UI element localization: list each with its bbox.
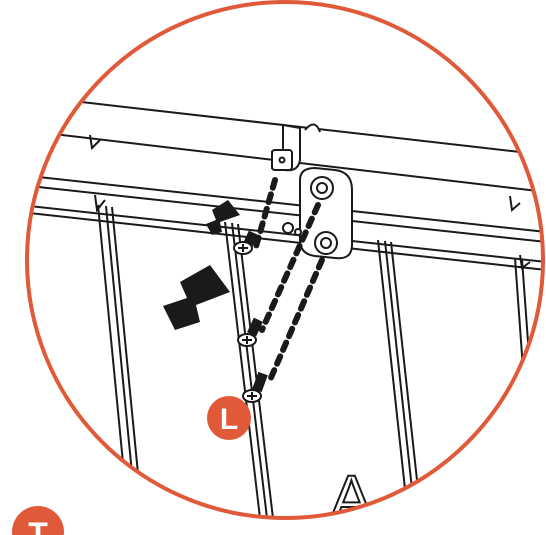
detail-circle: [25, 0, 545, 520]
screw-2: [237, 317, 263, 347]
screw-1: [233, 230, 258, 255]
top-clip: [271, 123, 321, 172]
washer: [282, 222, 302, 236]
detail-view: A: [27, 94, 543, 534]
part-letter: A: [330, 462, 373, 534]
screw-icon: [233, 230, 268, 403]
badge-l: L: [207, 396, 251, 440]
screw-3: [242, 371, 268, 403]
up-right-arrow: [163, 200, 240, 330]
badge-l-text: L: [220, 403, 238, 436]
guide-lines: [252, 177, 325, 383]
top-rail: [27, 94, 543, 271]
badge-t: T: [12, 506, 64, 535]
bracket-icon: [299, 166, 353, 260]
badge-t-text: T: [28, 516, 48, 535]
